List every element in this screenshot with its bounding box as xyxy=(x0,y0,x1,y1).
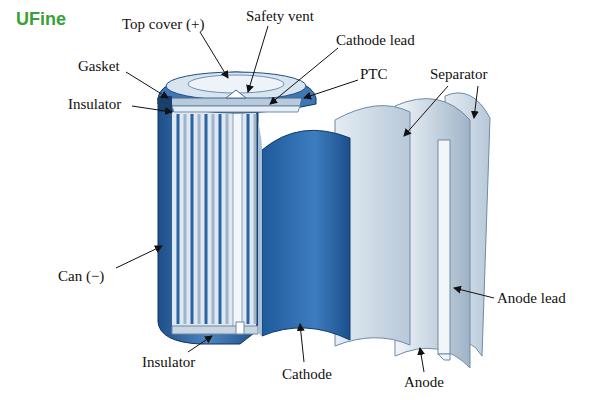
part-label: Safety vent xyxy=(246,8,314,25)
part-label: Cathode xyxy=(282,366,332,383)
part-label: Gasket xyxy=(78,58,120,75)
part-label: Insulator xyxy=(68,96,121,113)
part-label: Insulator xyxy=(142,354,195,371)
part-label: PTC xyxy=(360,66,388,83)
part-label: Cathode lead xyxy=(336,32,415,49)
watermark-logo: UFine xyxy=(16,10,66,30)
part-label: Separator xyxy=(430,66,487,83)
part-label: Can (−) xyxy=(58,268,104,285)
part-label: Top cover (+) xyxy=(122,16,204,33)
part-label: Anode lead xyxy=(497,290,566,307)
part-label: Anode xyxy=(404,374,444,391)
